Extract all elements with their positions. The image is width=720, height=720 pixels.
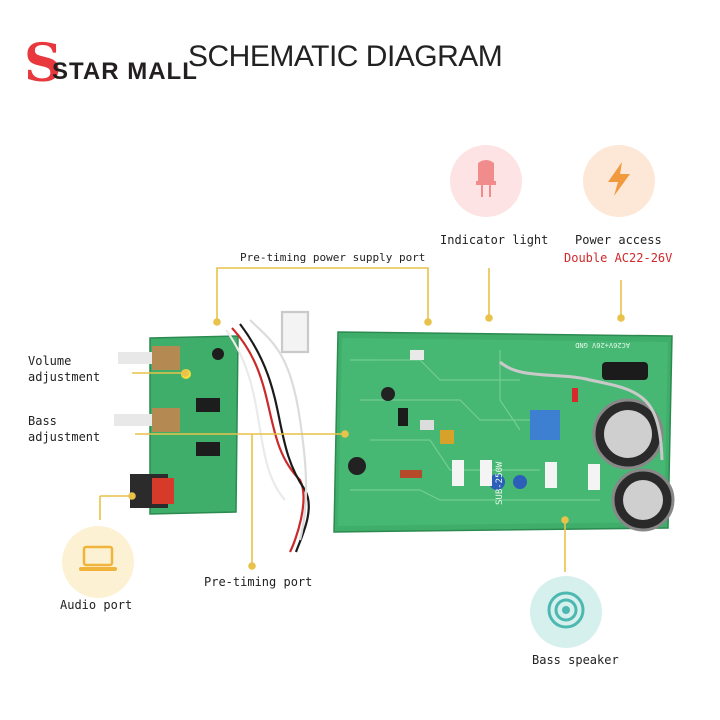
board-model-marking: SUB-250W [495, 461, 505, 505]
laptop-icon [78, 545, 118, 579]
audio-port-label: Audio port [60, 598, 133, 612]
power-voltage-label: Double AC22-26V [564, 251, 673, 265]
power-access-label: Power access [575, 233, 662, 247]
main-amplifier-board: SUB-250W AC26V+26V GND [333, 331, 675, 533]
bass-potentiometer [152, 408, 180, 432]
volume-potentiometer [152, 346, 180, 370]
tone-control-board [114, 335, 239, 515]
power-icon-circle [583, 145, 655, 217]
led-icon [468, 159, 504, 203]
volume-knob-shaft [118, 352, 152, 364]
board-power-marking: AC26V+26V GND [575, 341, 630, 349]
bass-knob-shaft [114, 414, 152, 426]
page-title: SCHEMATIC DIAGRAM [188, 40, 503, 73]
volume-adjustment-label: Volume adjustment [28, 353, 100, 385]
bass-adjustment-line1: Bass [28, 414, 57, 428]
lightning-icon [606, 162, 632, 200]
volume-adjustment-line2: adjustment [28, 370, 101, 385]
audio-icon-circle [62, 526, 134, 598]
bass-speaker-label: Bass speaker [532, 653, 619, 667]
pre-timing-port-label: Pre-timing port [204, 575, 313, 589]
connecting-wires [225, 310, 310, 553]
speaker-icon [546, 590, 586, 634]
indicator-icon-circle [450, 145, 522, 217]
logo-s-letter: S [24, 33, 62, 94]
audio-jack-red [152, 478, 174, 504]
indicator-light-label: Indicator light [440, 233, 549, 247]
bass-adjustment-line2: adjustment [28, 430, 101, 445]
pre-timing-power-supply-port-label: Pre-timing power supply port [240, 251, 426, 264]
speaker-icon-circle [530, 576, 602, 648]
logo-text: STAR MALL [52, 58, 198, 85]
bass-adjustment-label: Bass adjustment [28, 413, 100, 445]
leader-lines [99, 267, 625, 572]
volume-adjustment-line1: Volume [28, 354, 72, 368]
brand-logo: S STAR MALL [24, 30, 254, 100]
